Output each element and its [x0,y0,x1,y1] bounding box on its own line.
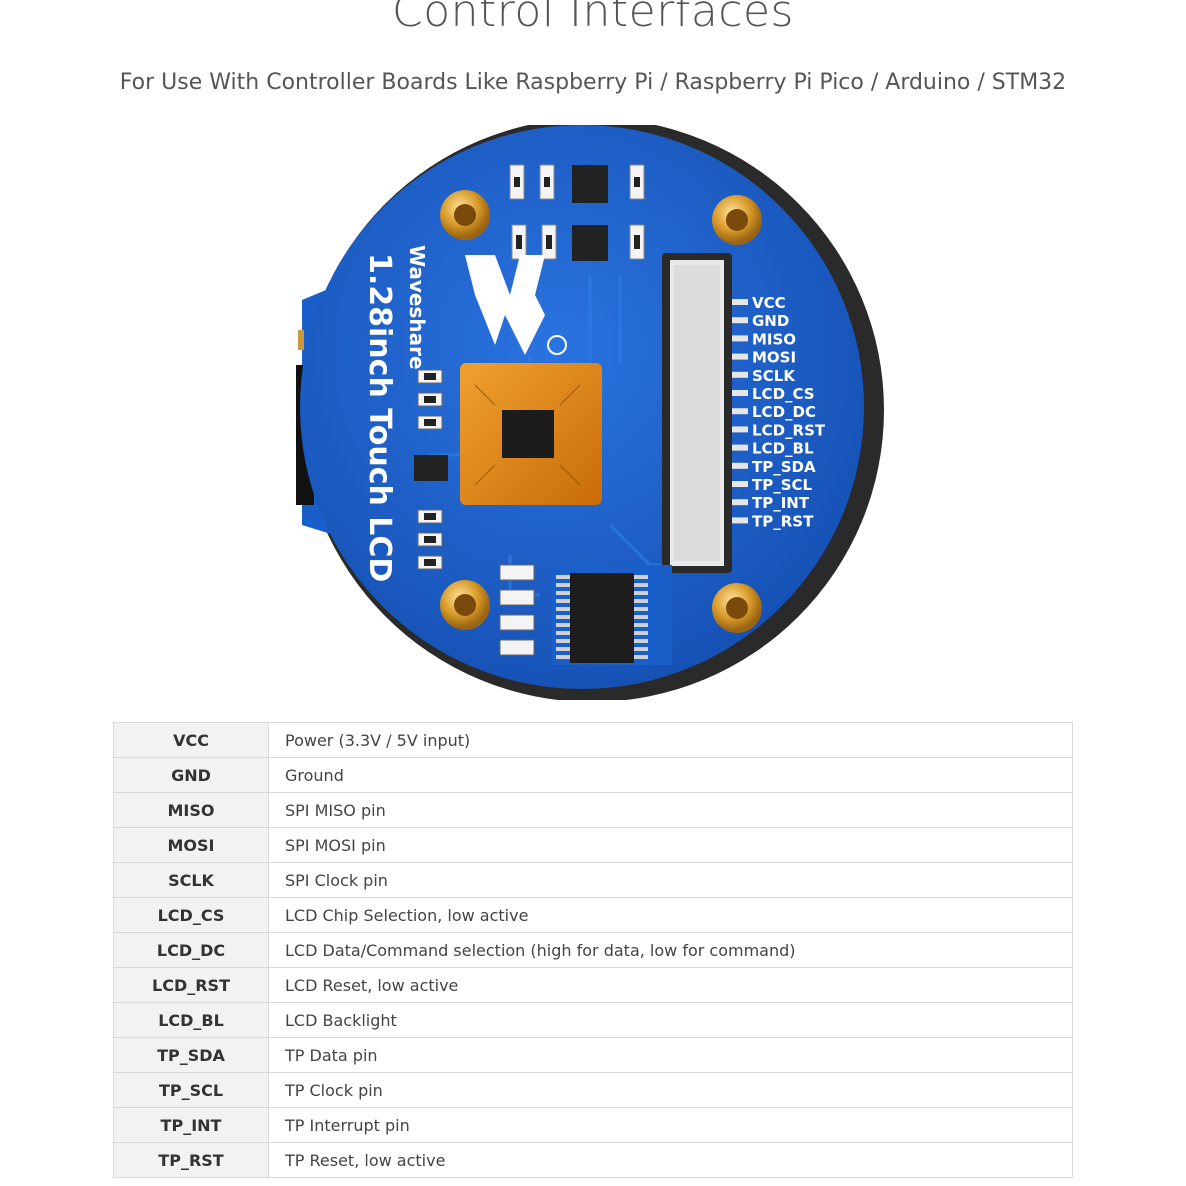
pin-description-cell: SPI Clock pin [268,862,1073,898]
mounting-hole [712,583,762,633]
board-pin-label: GND [752,312,789,330]
board-pin-label: TP_SDA [752,458,816,476]
pin-description-cell: SPI MOSI pin [268,827,1073,863]
lcd-board-image: Waveshare 1.28inch Touch LCD [296,125,884,700]
board-pin-label: TP_SCL [752,476,813,494]
pin-name-cell: LCD_RST [113,967,269,1003]
mounting-hole [712,195,762,245]
pin-pad [732,317,748,324]
pin-description-cell: LCD Reset, low active [268,967,1073,1003]
pin-description-cell: TP Reset, low active [268,1142,1073,1178]
pin-pads [732,299,748,524]
board-pin-label: TP_INT [752,494,810,512]
transistor-chip [572,165,608,203]
board-product-text: 1.28inch Touch LCD [362,253,397,582]
transistor-chip [572,225,608,261]
waveshare-logo [465,255,567,355]
pin-name-cell: GND [113,757,269,793]
pin-pad [732,299,748,305]
pin-description-cell: Ground [268,757,1073,793]
pin-description-cell: Power (3.3V / 5V input) [268,722,1073,758]
board-pin-label: LCD_BL [752,440,814,458]
page-subtitle: For Use With Controller Boards Like Rasp… [119,70,1067,95]
board-pin-label: MISO [752,330,796,348]
fpc-connector [662,253,732,573]
pin-name-cell: TP_RST [113,1142,269,1178]
smd-components-bottom [499,564,535,656]
board-pin-label: VCC [752,294,786,312]
pin-pad [732,444,748,451]
pin-description-cell: TP Data pin [268,1037,1073,1073]
pin-name-cell: LCD_CS [113,897,269,933]
pin-pad [732,426,748,433]
pin-name-cell: SCLK [113,862,269,898]
pin-pad [732,481,748,487]
pin-name-cell: TP_SDA [113,1037,269,1073]
pin-pad [732,390,748,396]
pin-name-cell: TP_SCL [113,1072,269,1108]
mounting-hole [440,190,490,240]
page-title: Control Interfaces [392,0,794,37]
board-pin-label: LCD_DC [752,403,816,421]
pin-labels: VCCGNDMISOMOSISCLKLCD_CSLCD_DCLCD_RSTLCD… [752,294,826,530]
board-illustration: Waveshare 1.28inch Touch LCD [290,125,890,700]
ic-chip-small [414,455,448,481]
board-brand-text: Waveshare [405,245,429,370]
pin-description-cell: TP Interrupt pin [268,1107,1073,1143]
pin-name-cell: MISO [113,792,269,828]
touch-controller-chip [460,363,602,505]
pin-description-cell: SPI MISO pin [268,792,1073,828]
pin-pad [732,371,748,378]
pin-name-cell: LCD_BL [113,1002,269,1038]
pin-name-cell: TP_INT [113,1107,269,1143]
pin-pad [732,353,748,360]
board-pin-label: SCLK [752,367,796,385]
mounting-hole [440,580,490,630]
pin-description-cell: LCD Data/Command selection (high for dat… [268,932,1073,968]
board-pin-label: LCD_CS [752,385,815,403]
pin-pad [732,335,748,342]
pin-description-cell: TP Clock pin [268,1072,1073,1108]
pin-name-cell: LCD_DC [113,932,269,968]
board-pin-label: TP_RST [752,512,814,530]
pin-pad [732,408,748,415]
pin-pad [732,462,748,469]
pin-pad [732,517,748,524]
pin-description-cell: LCD Chip Selection, low active [268,897,1073,933]
driver-ic [552,565,672,665]
pin-pad [732,499,748,506]
pin-name-cell: VCC [113,722,269,758]
pin-name-cell: MOSI [113,827,269,863]
board-pin-label: MOSI [752,349,796,367]
pin-description-cell: LCD Backlight [268,1002,1073,1038]
board-pin-label: LCD_RST [752,421,826,439]
